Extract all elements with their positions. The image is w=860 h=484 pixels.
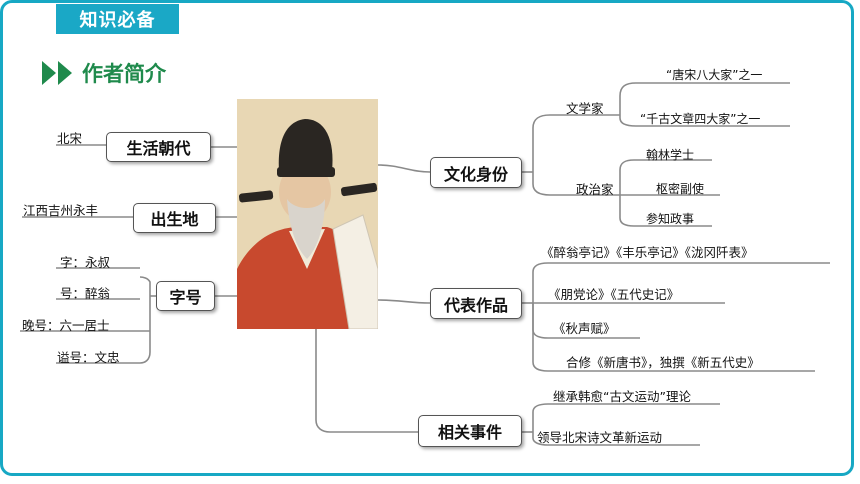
double-chevron-icon	[42, 61, 72, 85]
leaf-name-posthumous: 谥号：文忠	[57, 350, 120, 365]
node-dynasty: 生活朝代	[106, 132, 211, 162]
leaf-name-pseudonym: 号：醉翁	[60, 286, 111, 301]
scholar-portrait-icon	[237, 99, 379, 330]
leaf-event-2: 领导北宋诗文革新运动	[537, 430, 663, 445]
leaf-dynasty-value: 北宋	[57, 131, 83, 146]
leaf-politician-item-2: 枢密副使	[656, 182, 705, 196]
section-title: 作者简介	[40, 58, 166, 88]
leaf-name-late-pseudonym: 晚号：六一居士	[22, 318, 110, 333]
leaf-writer-item-1: “唐宋八大家”之一	[666, 68, 763, 82]
node-names: 字号	[156, 281, 215, 311]
node-works: 代表作品	[430, 288, 522, 319]
section-title-text: 作者简介	[82, 62, 166, 86]
slide-frame	[0, 0, 854, 476]
portrait	[237, 99, 379, 330]
leaf-event-1: 继承韩愈“古文运动”理论	[553, 389, 691, 404]
leaf-politician: 政治家	[576, 182, 614, 197]
leaf-work-1: 《醉翁亭记》《丰乐亭记》《泷冈阡表》	[541, 245, 754, 260]
leaf-writer: 文学家	[566, 101, 604, 116]
leaf-work-2: 《朋党论》《五代史记》	[548, 287, 680, 302]
leaf-name-courtesy: 字：永叔	[60, 255, 111, 270]
leaf-birthplace-value: 江西吉州永丰	[23, 203, 99, 218]
leaf-writer-item-2: “千古文章四大家”之一	[640, 112, 761, 126]
node-events: 相关事件	[418, 415, 522, 447]
leaf-work-4: 合修《新唐书》，独撰《新五代史》	[566, 355, 760, 370]
node-birthplace: 出生地	[133, 203, 216, 233]
leaf-work-3: 《秋声赋》	[553, 321, 616, 336]
leaf-politician-item-1: 翰林学士	[646, 148, 695, 162]
header-tab: 知识必备	[56, 4, 179, 34]
node-identity: 文化身份	[430, 157, 522, 188]
leaf-politician-item-3: 参知政事	[646, 212, 695, 226]
